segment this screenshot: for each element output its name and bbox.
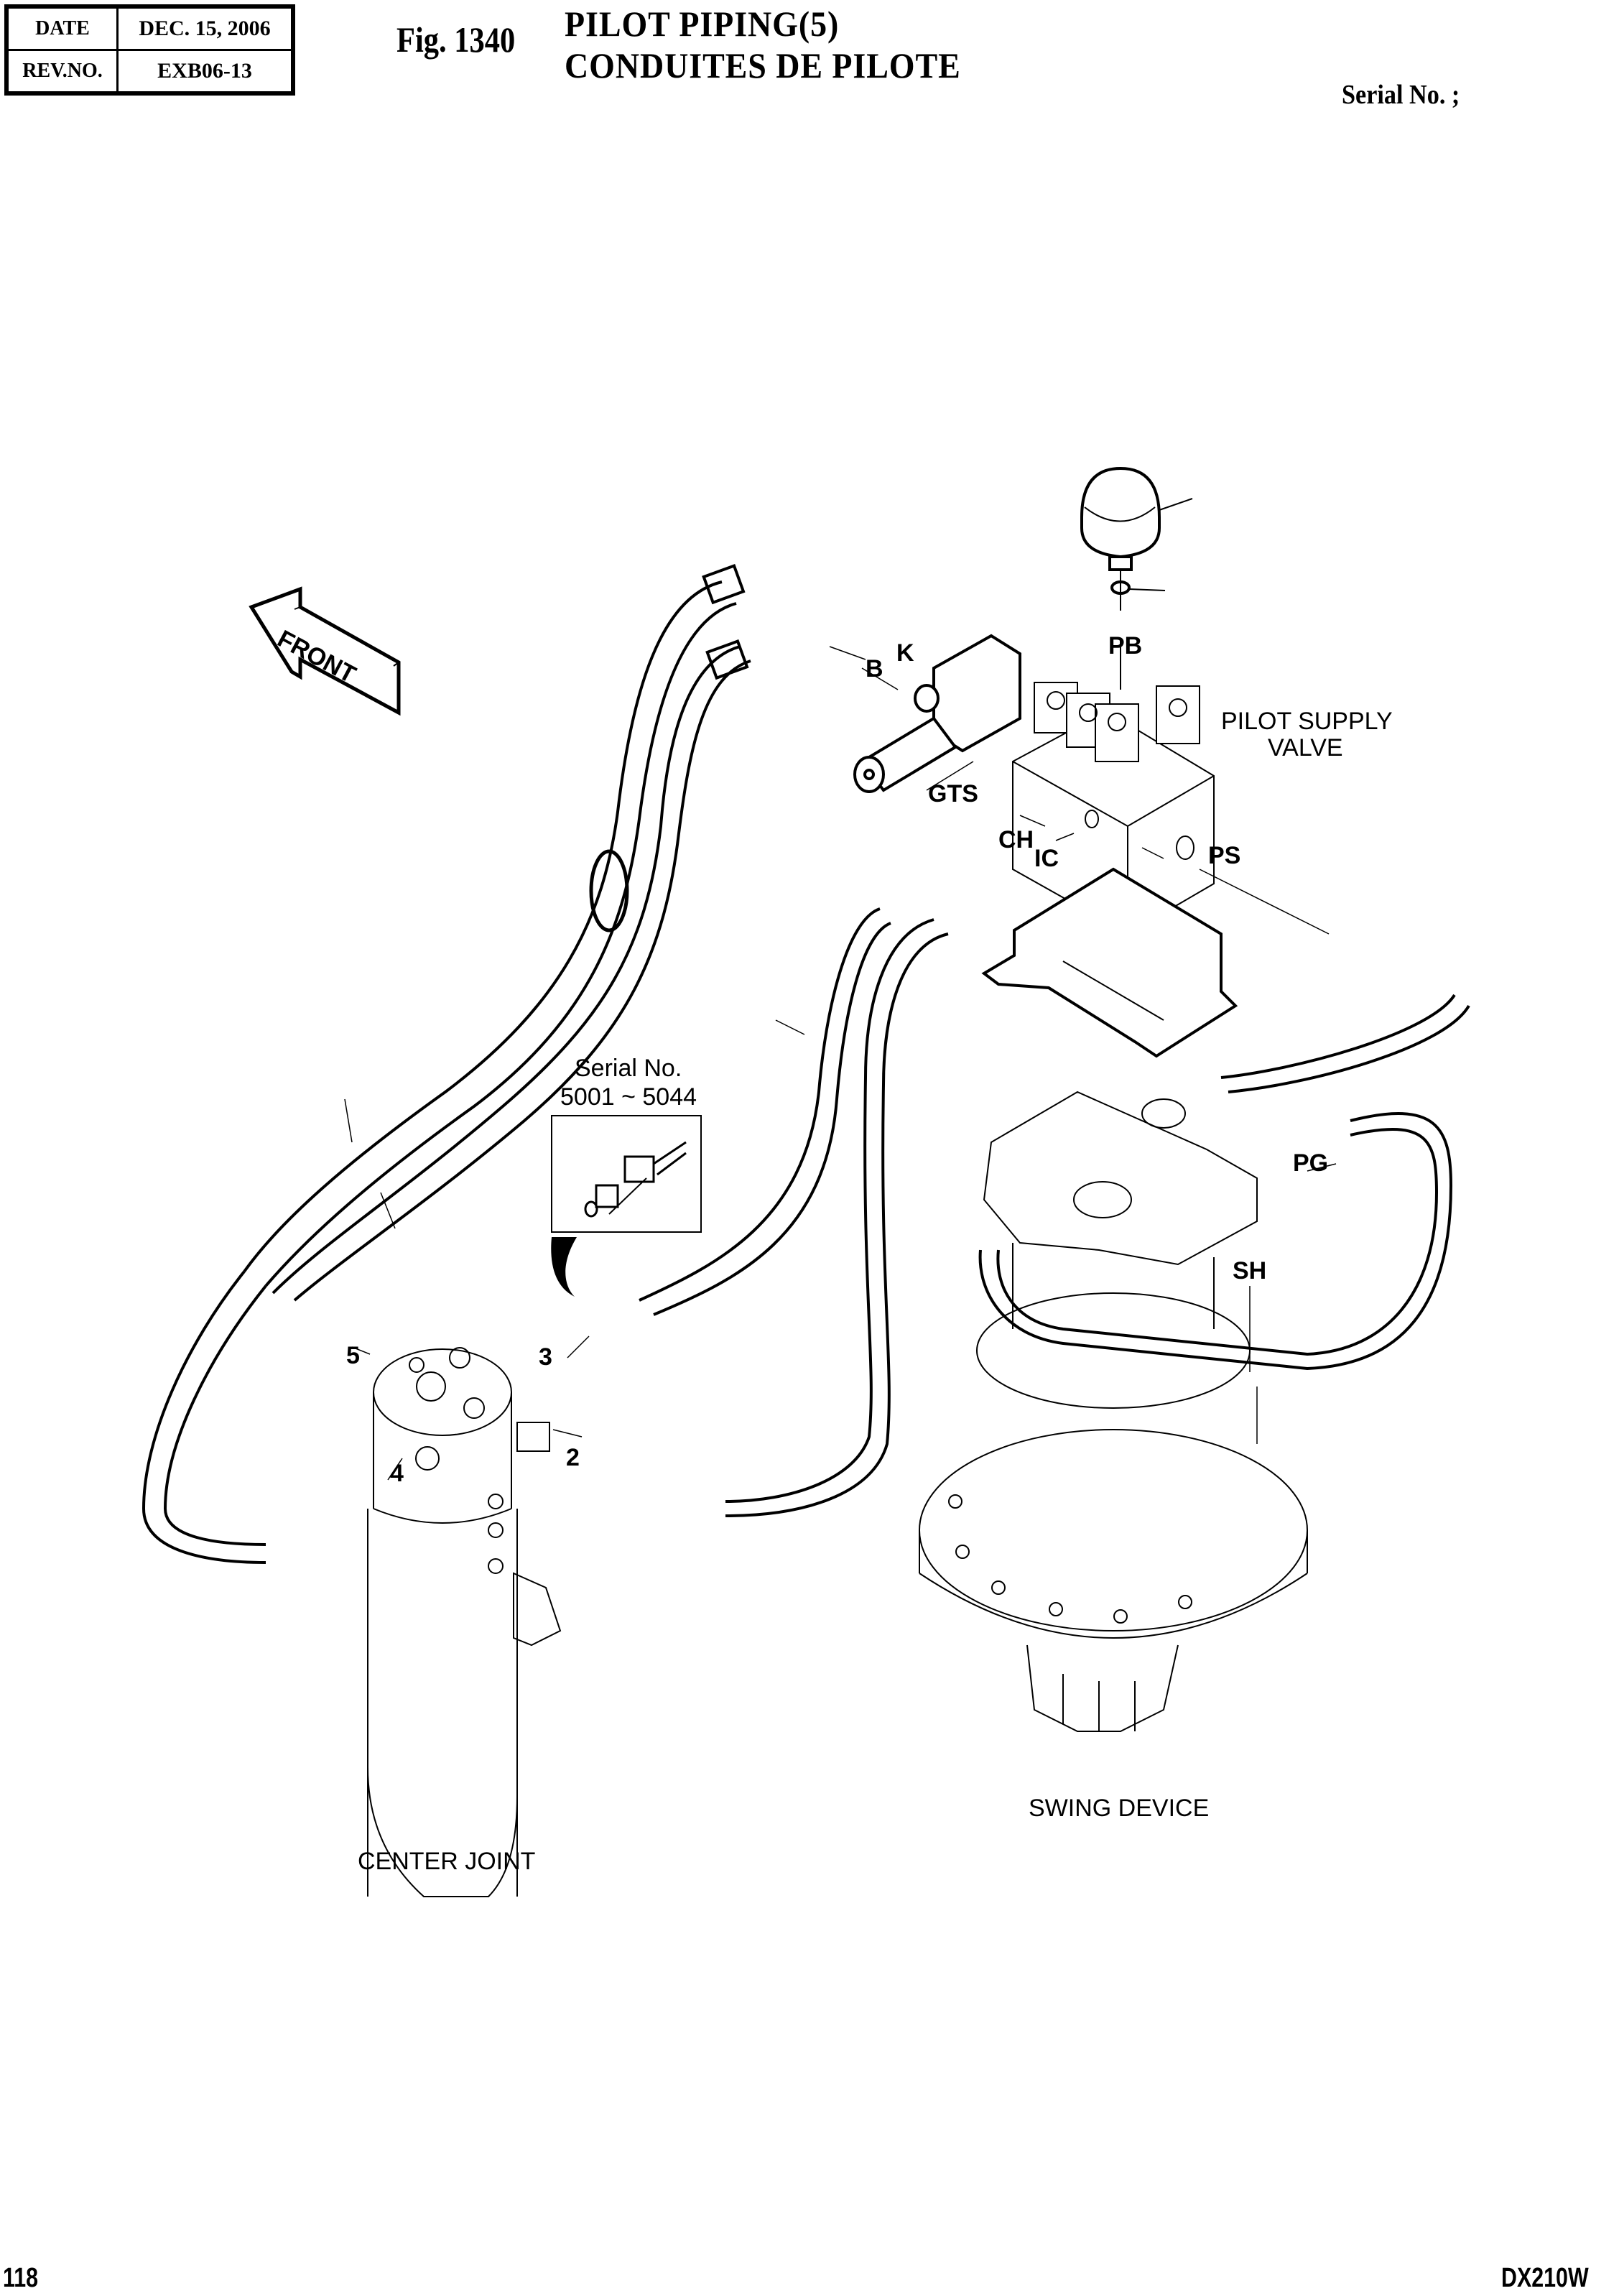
inset-serial-label: Serial No. — [575, 1055, 682, 1082]
center-joint-label: CENTER JOINT — [358, 1848, 536, 1875]
port-label-3: 3 — [539, 1343, 552, 1371]
model-name: DX210W — [1501, 2263, 1589, 2293]
port-label-gts: GTS — [928, 780, 978, 807]
rev-label: REV.NO. — [5, 49, 119, 95]
mounting-bracket-icon — [981, 867, 1238, 1058]
hose-right — [978, 994, 1470, 1371]
solenoid-valve-icon — [853, 634, 1021, 793]
port-label-5: 5 — [346, 1342, 360, 1369]
figure-number: Fig. 1340 — [396, 19, 516, 60]
port-label-ic: IC — [1034, 845, 1059, 872]
swing-device-label: SWING DEVICE — [1029, 1795, 1210, 1822]
date-label: DATE — [5, 5, 119, 51]
serial-number-label: Serial No. ; — [1342, 80, 1460, 110]
center-joint-icon — [367, 1347, 562, 1897]
pilot-supply-valve-label-line2: VALVE — [1268, 734, 1343, 762]
revision-table: DATE DEC. 15, 2006 REV.NO. EXB06-13 — [4, 4, 295, 96]
port-label-ch: CH — [998, 826, 1034, 853]
front-arrow-icon — [249, 586, 401, 716]
title-english: PILOT PIPING(5) — [565, 4, 840, 44]
inset-serial-range: 5001 ~ 5044 — [560, 1083, 697, 1111]
inset-pointer-icon — [551, 1237, 577, 1297]
title-french: CONDUITES DE PILOTE — [565, 45, 961, 85]
port-label-ps: PS — [1208, 842, 1241, 869]
port-label-k: K — [896, 639, 914, 667]
page-number: 118 — [3, 2263, 39, 2293]
accumulator-icon — [1080, 466, 1193, 690]
leader-lines — [344, 646, 1337, 1481]
serial-inset-box — [551, 1115, 702, 1233]
port-label-b: B — [866, 655, 883, 682]
port-label-4: 4 — [390, 1460, 404, 1487]
hose-middle — [639, 907, 949, 1517]
rev-value: EXB06-13 — [116, 49, 294, 95]
port-label-2: 2 — [566, 1444, 580, 1471]
pilot-supply-valve-label-line1: PILOT SUPPLY — [1221, 708, 1393, 735]
port-label-pb: PB — [1108, 632, 1143, 659]
port-label-pg: PG — [1293, 1149, 1329, 1177]
pilot-supply-valve-icon — [1012, 682, 1215, 935]
port-label-sh: SH — [1233, 1257, 1267, 1284]
hose-bundle-left — [142, 564, 751, 1564]
swing-device-icon — [919, 1091, 1308, 1732]
date-value: DEC. 15, 2006 — [116, 5, 294, 51]
